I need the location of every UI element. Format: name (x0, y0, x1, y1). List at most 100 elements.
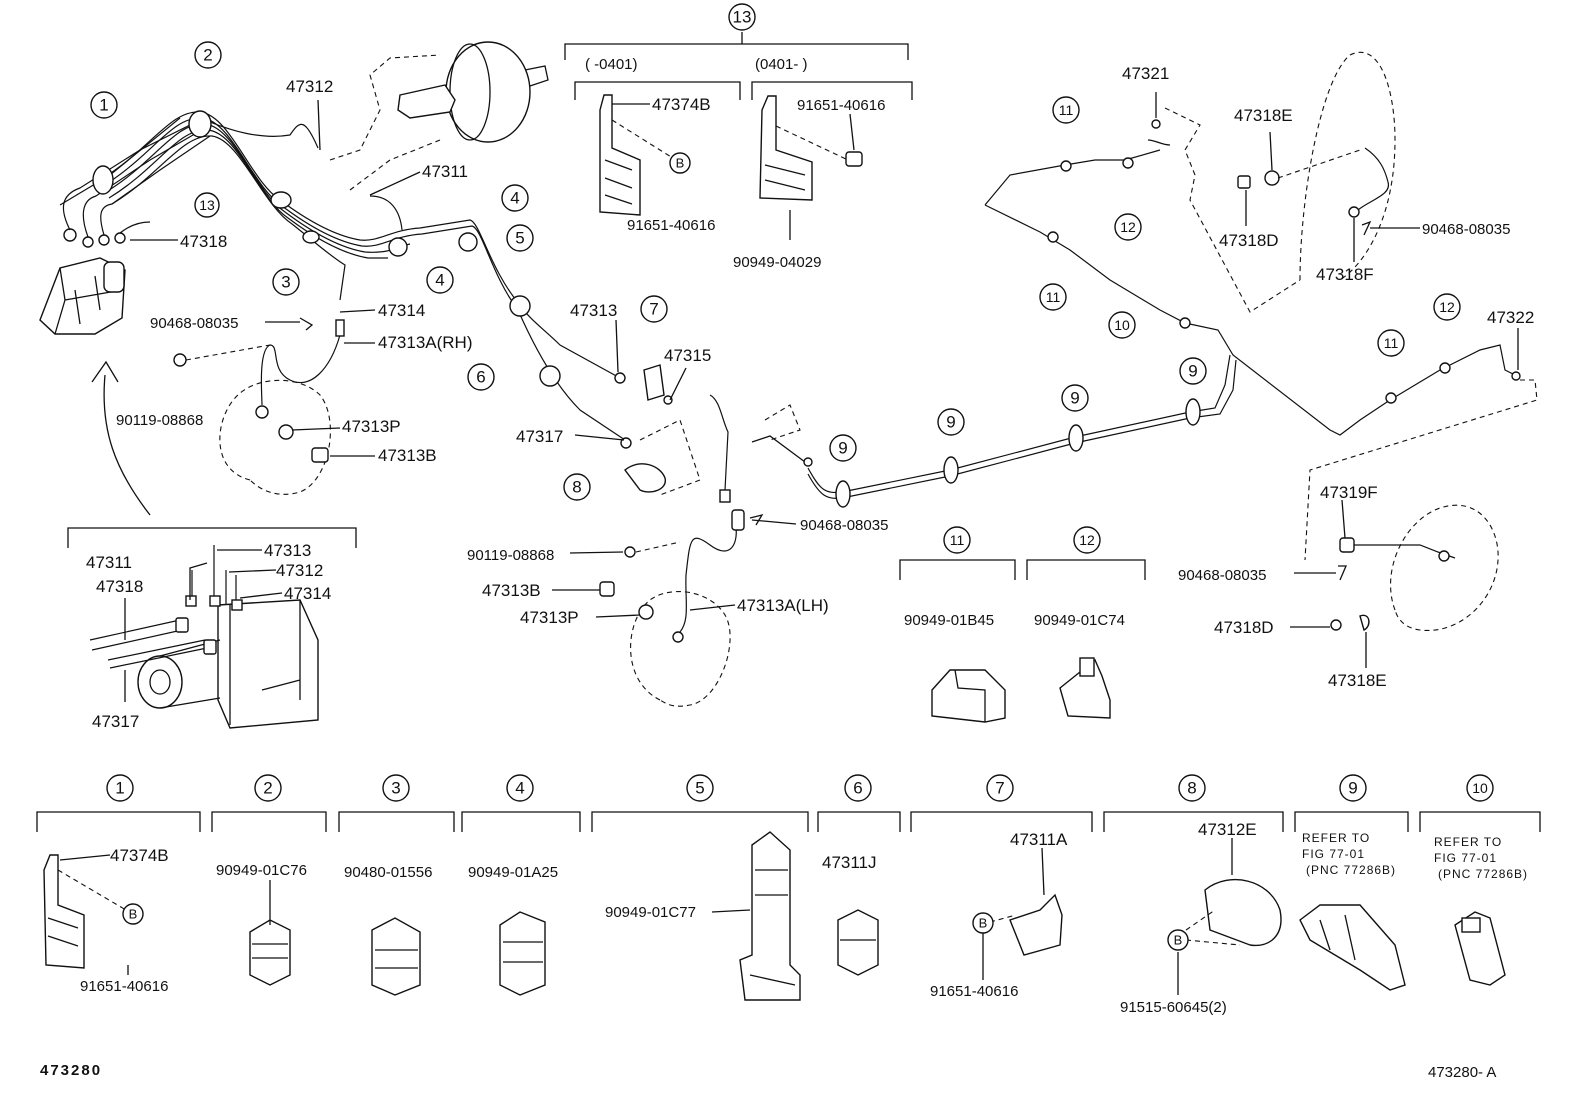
part-label: 47313 (264, 541, 311, 560)
part-label: 47312 (286, 77, 333, 96)
callout-6: 6 (467, 363, 495, 391)
bracket-groups (564, 32, 1146, 723)
middle-fittings-drawing (614, 364, 813, 503)
lh-speed-sensor-drawing (599, 509, 764, 707)
part-label: 47322 (1487, 308, 1534, 327)
svg-text:13: 13 (199, 197, 215, 213)
callout-11: 11 (1377, 329, 1405, 357)
part-label: 47318 (96, 577, 143, 596)
callout-9: 9 (1061, 384, 1089, 412)
part-label: 47313A(LH) (737, 596, 829, 615)
part-label: 90468-08035 (800, 517, 888, 534)
part-label: 47315 (664, 346, 711, 365)
part-label: 47313 (570, 301, 617, 320)
part-label: 47313P (520, 608, 579, 627)
callout-13: 13 (728, 3, 756, 31)
svg-text:7: 7 (995, 779, 1004, 798)
arrow-to-inset (91, 360, 151, 516)
brake-booster-drawing (329, 41, 549, 191)
callout-7: 7 (986, 774, 1014, 802)
part-label: 90119-08868 (467, 547, 554, 564)
refer-note: REFER TO (1434, 835, 1502, 849)
callout-2: 2 (254, 774, 282, 802)
svg-text:9: 9 (1188, 362, 1197, 381)
svg-text:4: 4 (510, 189, 519, 208)
svg-text:4: 4 (515, 779, 524, 798)
callout-1: 1 (90, 91, 118, 119)
part-label: 47314 (378, 301, 425, 320)
callout-10: 10 (1108, 311, 1136, 339)
svg-text:3: 3 (281, 273, 290, 292)
svg-text:10: 10 (1472, 780, 1488, 796)
refer-note: (PNC 77286B) (1438, 867, 1528, 881)
callout-B: B (122, 903, 144, 925)
callout-B: B (1167, 929, 1189, 951)
callout-12: 12 (1073, 526, 1101, 554)
callout-B: B (669, 152, 691, 174)
part-label: 47311A (1010, 830, 1068, 849)
part-label: 90480-01556 (344, 864, 432, 881)
part-label: 90119-08868 (116, 412, 203, 429)
bottom-clip-drawings (43, 831, 1506, 1001)
part-label: 90949-01C77 (605, 904, 696, 921)
date-range-label: (0401- ) (755, 56, 808, 73)
callout-12: 12 (1114, 213, 1142, 241)
part-label: 47318D (1219, 231, 1279, 250)
callout-9: 9 (1179, 357, 1207, 385)
svg-text:11: 11 (950, 532, 965, 548)
part-label: 90949-01B45 (904, 612, 994, 629)
callout-4: 4 (501, 184, 529, 212)
part-label: 47312 (276, 561, 323, 580)
rear-lh-sensor-drawing (1330, 504, 1499, 632)
rear-brake-pipe (807, 107, 1538, 561)
part-label: 47313B (482, 581, 541, 600)
svg-text:8: 8 (572, 478, 581, 497)
part-label: 47317 (92, 712, 139, 731)
part-label: 47374B (110, 846, 169, 865)
svg-text:13: 13 (733, 8, 752, 27)
part-label: 90949-01C76 (216, 862, 307, 879)
part-label: 47318D (1214, 618, 1274, 637)
part-label: 90949-01C74 (1034, 612, 1125, 629)
svg-text:2: 2 (263, 779, 272, 798)
svg-text:12: 12 (1120, 219, 1136, 235)
svg-text:9: 9 (946, 413, 955, 432)
abs-actuator-drawing (39, 117, 211, 335)
part-label: 47318F (1316, 265, 1374, 284)
callout-13: 13 (194, 192, 220, 218)
bottom-brackets (36, 811, 1541, 832)
part-label: 90468-08035 (1178, 567, 1266, 584)
callout-8: 8 (1178, 774, 1206, 802)
part-label: 47314 (284, 584, 331, 603)
inset-abs-detail (67, 527, 357, 729)
svg-text:B: B (676, 156, 685, 171)
callout-11: 11 (943, 526, 971, 554)
svg-text:9: 9 (838, 439, 847, 458)
brake-pipe-bundle (92, 110, 626, 441)
part-label: 47311J (822, 853, 877, 872)
part-label: 47313A(RH) (378, 333, 473, 352)
callout-8: 8 (563, 473, 591, 501)
part-label: 47374B (652, 95, 711, 114)
callout-9: 9 (1339, 774, 1367, 802)
svg-text:12: 12 (1079, 532, 1095, 548)
part-label: 47321 (1122, 64, 1169, 83)
part-label: 91651-40616 (930, 983, 1018, 1000)
callout-10: 10 (1466, 774, 1494, 802)
part-label: 90468-08035 (1422, 221, 1510, 238)
part-label: 47312E (1198, 820, 1257, 839)
svg-text:6: 6 (476, 368, 485, 387)
refer-note: REFER TO (1302, 831, 1370, 845)
part-label: 47317 (516, 427, 563, 446)
part-label: 47319F (1320, 483, 1378, 502)
refer-note: FIG 77-01 (1434, 851, 1497, 865)
callout-12: 12 (1433, 293, 1461, 321)
callout-3: 3 (382, 774, 410, 802)
callout-2: 2 (194, 41, 222, 69)
part-label: 47313P (342, 417, 401, 436)
svg-text:2: 2 (203, 46, 212, 65)
svg-text:5: 5 (515, 229, 524, 248)
rh-speed-sensor-drawing (173, 317, 345, 495)
part-label: 91515-60645(2) (1120, 999, 1227, 1016)
callout-9: 9 (829, 434, 857, 462)
